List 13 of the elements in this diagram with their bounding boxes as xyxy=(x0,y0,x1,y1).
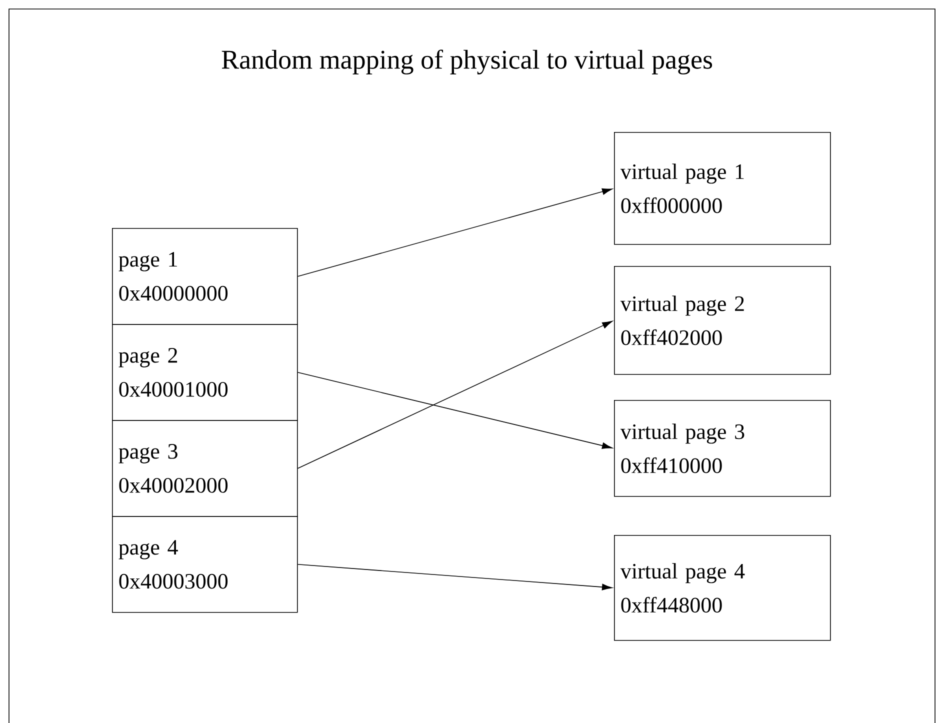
virtual-page-box: virtual page 1 0xff000000 xyxy=(614,132,831,245)
physical-page-box: page 4 0x40003000 xyxy=(112,516,298,613)
arrow xyxy=(297,188,612,277)
arrow xyxy=(297,564,612,590)
arrow xyxy=(297,372,612,449)
virtual-page-box: virtual page 2 0xff402000 xyxy=(614,266,831,375)
arrow xyxy=(297,320,612,469)
virtual-page-box: virtual page 4 0xff448000 xyxy=(614,535,831,641)
physical-page-box: page 1 0x40000000 xyxy=(112,228,298,325)
title: Random mapping of physical to virtual pages xyxy=(222,50,712,74)
virtual-page-box: virtual page 3 0xff410000 xyxy=(614,400,831,497)
physical-page-box: page 3 0x40002000 xyxy=(112,420,298,517)
physical-page-box: page 2 0x40001000 xyxy=(112,324,298,421)
